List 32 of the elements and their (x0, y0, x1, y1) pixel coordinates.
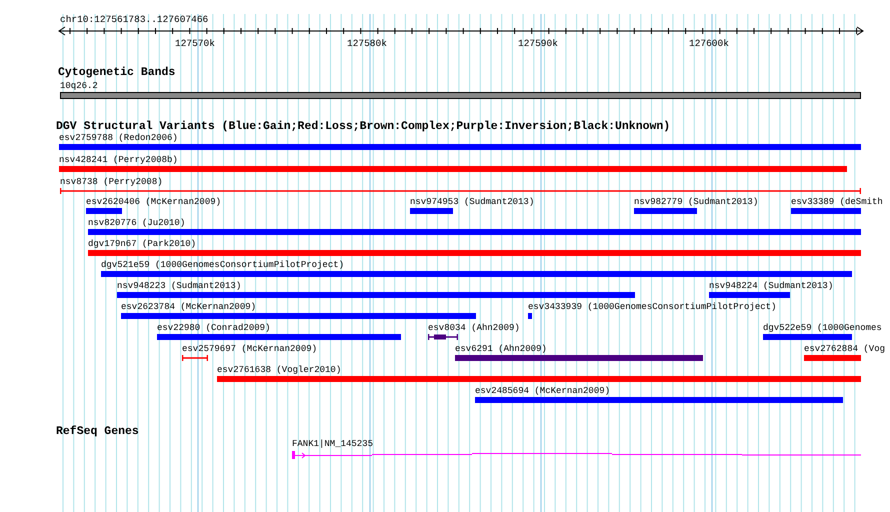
variant-label: esv6291 (Ahn2009) (455, 344, 548, 355)
tick-label: 127570k (175, 38, 215, 49)
track-title: RefSeq Genes (56, 425, 139, 438)
variant-label: esv2759788 (Redon2006) (59, 133, 179, 144)
variant-label: esv2762884 (Vog (804, 344, 886, 355)
variant-label: dgv179n67 (Park2010) (88, 239, 198, 250)
variant-label: esv3433939 (1000GenomesConsortiumPilotProject) (528, 302, 776, 313)
variant-label: nsv428241 (Perry2008b) (59, 155, 179, 166)
variant-label: dgv521e59 (1000GenomesConsortiumPilotProject) (101, 260, 346, 271)
tick-label: 127580k (347, 38, 387, 49)
track-title: Cytogenetic Bands (58, 66, 176, 79)
variant-label: dgv522e59 (1000Genomes (763, 323, 882, 334)
tick-label: 127590k (518, 38, 558, 49)
variant-label: esv2485694 (McKernan2009) (475, 386, 612, 397)
track-title: DGV Structural Variants (Blue:Gain;Red:Loss;Brown:Complex;Purple:Inversion;Black:Unknown) (56, 120, 670, 133)
variant-label: nsv982779 (Sudmant2013) (634, 197, 758, 208)
variant-label: nsv820776 (Ju2010) (88, 218, 186, 229)
gene-label: FANK1|NM_145235 (292, 439, 374, 450)
coordinate-label: chr10:127561783..127607466 (60, 14, 208, 25)
variant-label: nsv948224 (Sudmant2013) (709, 281, 834, 292)
variant-label: esv8034 (Ahn2009) (428, 323, 520, 334)
variant-label: esv2620406 (McKernan2009) (86, 197, 222, 208)
variant-label: esv2761638 (Vogler2010) (217, 365, 342, 376)
variant-label: esv2623784 (McKernan2009) (121, 302, 258, 313)
variant-label: nsv974953 (Sudmant2013) (410, 197, 534, 208)
tick-label: 127600k (689, 38, 729, 49)
variant-label: esv22980 (Conrad2009) (157, 323, 272, 334)
variant-label: nsv948223 (Sudmant2013) (117, 281, 242, 292)
variant-label: nsv8738 (Perry2008) (60, 177, 164, 188)
band-label: 10q26.2 (60, 81, 99, 92)
variant-label: esv33389 (deSmith (791, 197, 883, 208)
variant-label: esv2579697 (McKernan2009) (182, 344, 318, 355)
